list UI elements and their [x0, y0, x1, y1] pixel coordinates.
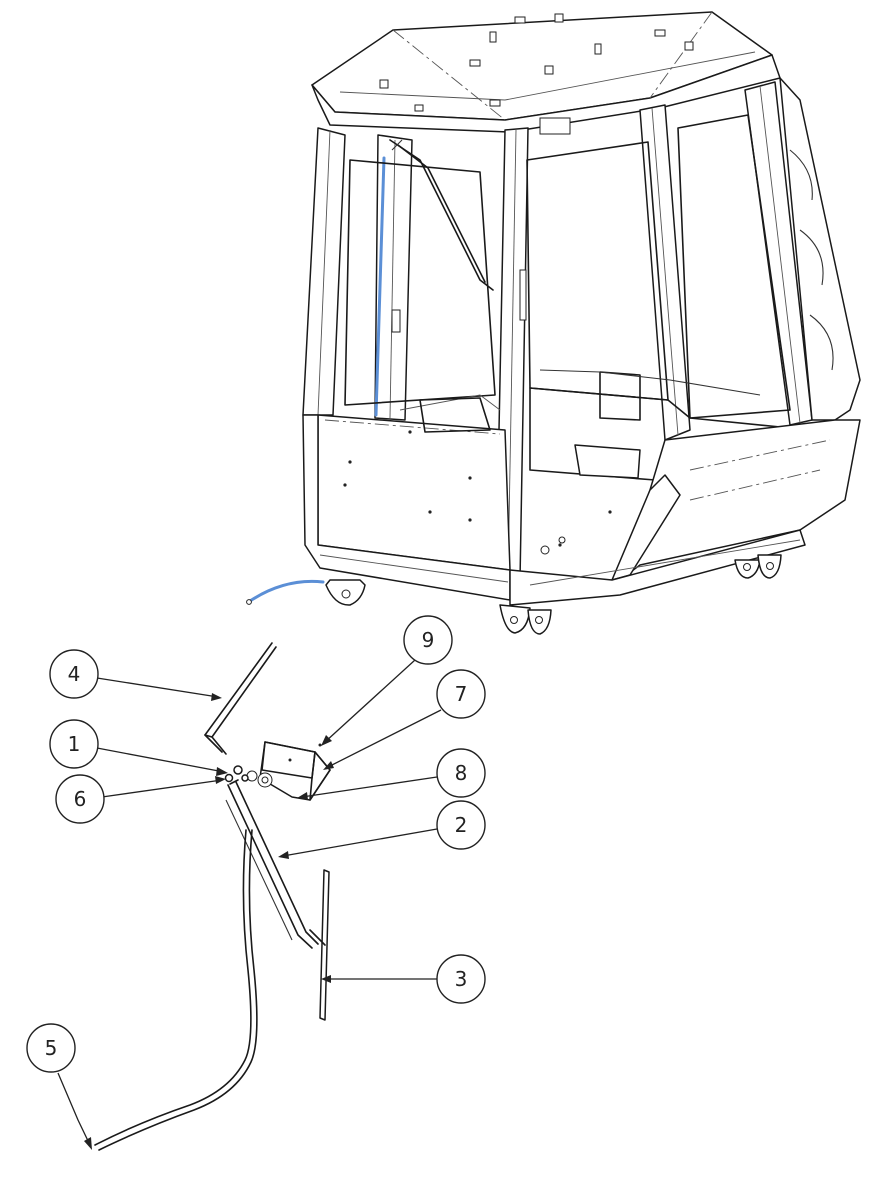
washer-hose-highlight: [248, 579, 325, 603]
balloon-8: 8: [436, 748, 486, 798]
part-1-nut: [233, 765, 243, 775]
balloon-6-label: 6: [74, 787, 87, 811]
part-3-wiper-blade: [309, 869, 330, 1021]
mounting-foot-right: [734, 554, 782, 579]
balloon-4: 4: [49, 649, 99, 699]
balloon-7: 7: [436, 669, 486, 719]
leader-lines: [57, 659, 442, 1150]
balloon-5: 5: [26, 1023, 76, 1073]
balloon-2: 2: [436, 800, 486, 850]
balloon-3: 3: [436, 954, 486, 1004]
balloon-8-label: 8: [455, 761, 468, 785]
balloon-2-label: 2: [455, 813, 468, 837]
balloon-6: 6: [55, 774, 105, 824]
mounting-foot-center: [499, 604, 552, 635]
part-5-washer-hose: [94, 829, 258, 1151]
balloon-9: 9: [403, 615, 453, 665]
mounting-foot-left: [325, 579, 366, 606]
balloon-5-label: 5: [45, 1036, 58, 1060]
part-4-wiper-blade: [204, 642, 277, 755]
balloon-1: 1: [49, 719, 99, 769]
balloon-7-label: 7: [455, 682, 468, 706]
balloon-1-label: 1: [68, 732, 81, 756]
part-6-washer: [224, 773, 249, 783]
balloon-3-label: 3: [455, 967, 468, 991]
balloon-9-label: 9: [422, 628, 435, 652]
part-8-wiper-motor: [246, 741, 331, 801]
balloon-4-label: 4: [68, 662, 81, 686]
operator-cab: [302, 11, 861, 635]
part-2-wiper-arm: [225, 779, 319, 949]
